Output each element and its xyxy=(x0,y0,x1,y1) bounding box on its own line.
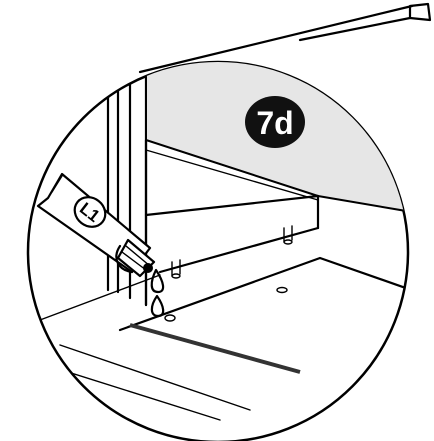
part-callout-badge: 7d xyxy=(245,96,305,148)
dowel-right xyxy=(283,225,293,245)
magnifier-connector xyxy=(138,2,432,74)
glue-tube: L1 xyxy=(36,172,156,278)
glue-drops xyxy=(150,268,176,322)
dowel-left xyxy=(171,259,181,279)
base-panel xyxy=(29,256,408,421)
tube-nozzle xyxy=(143,263,153,273)
groove-line xyxy=(129,323,301,374)
hole xyxy=(276,286,288,294)
tube-label-ring xyxy=(73,196,107,228)
part-callout-label: 7d xyxy=(256,105,293,141)
